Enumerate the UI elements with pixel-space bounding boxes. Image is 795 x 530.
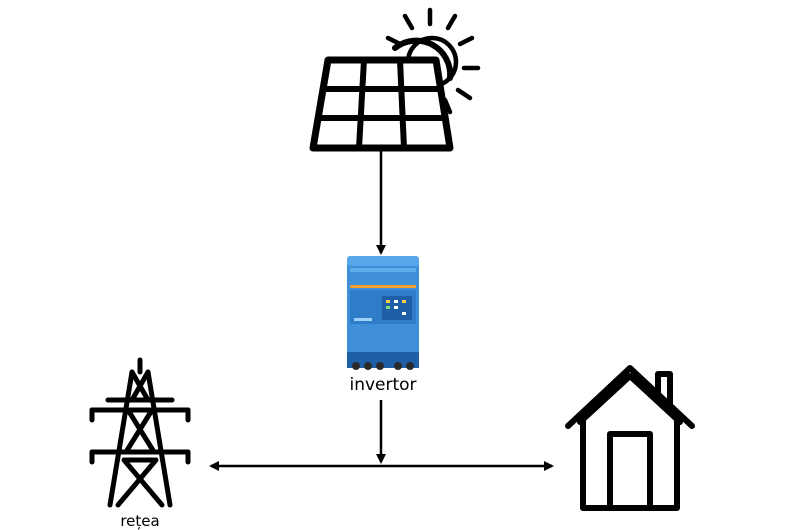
grid-label: rețea: [120, 512, 159, 530]
inverter-label: invertor: [349, 375, 416, 395]
solar-panel-icon: [309, 7, 481, 152]
inverter-device-icon: [347, 256, 419, 370]
house-icon: [565, 365, 695, 511]
power-tower-icon: [89, 357, 191, 508]
